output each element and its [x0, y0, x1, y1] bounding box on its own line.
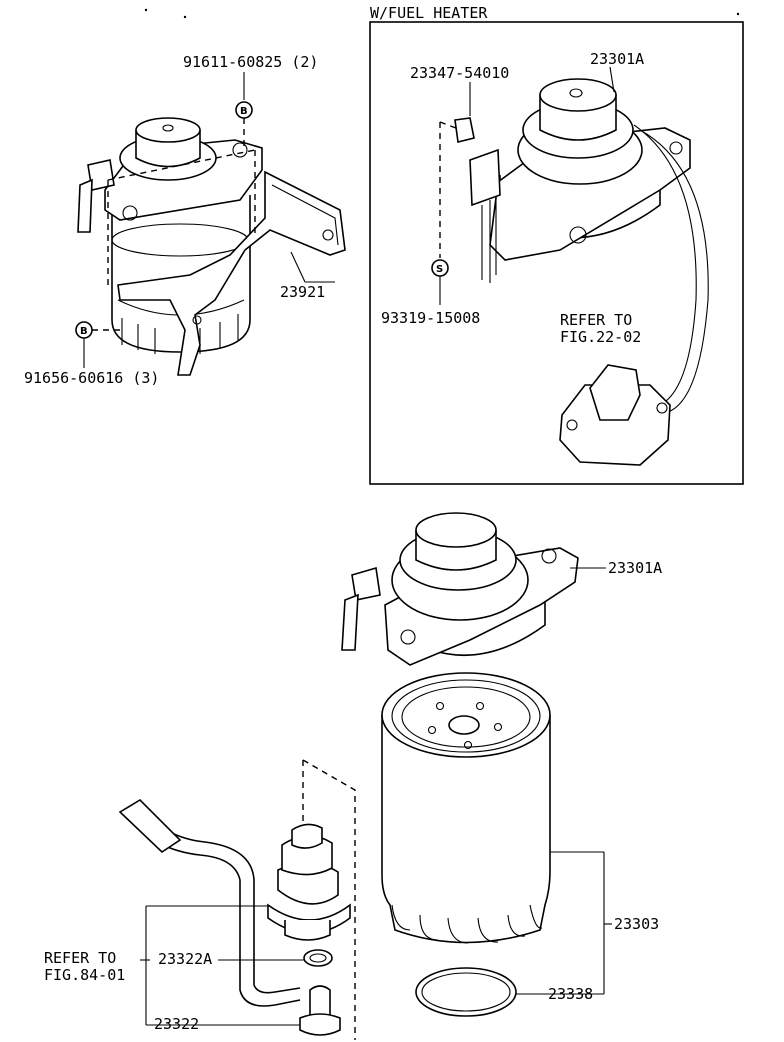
- part-label-91656-60616: 91656-60616 (3): [24, 369, 159, 387]
- part-label-23301A: 23301A: [608, 559, 662, 577]
- part-label-93319-15008: 93319-15008: [381, 309, 480, 327]
- part-label-23322A: 23322A: [158, 950, 212, 968]
- refer-fig-22-02-line1: REFER TO: [560, 311, 632, 329]
- part-label-23322: 23322: [154, 1015, 199, 1033]
- refer-fig-22-02-line2: FIG.22-02: [560, 328, 641, 346]
- part-label-23338: 23338: [548, 985, 593, 1003]
- part-label-23921: 23921: [280, 283, 325, 301]
- o-ring-23338-drawing: [415, 967, 517, 1017]
- bolt-b-badge: B: [240, 106, 248, 117]
- filter-head-with-bracket-drawing: [77, 117, 346, 376]
- inset-title: W/FUEL HEATER: [370, 4, 488, 22]
- filter-head-23301A-drawing: [341, 512, 579, 666]
- part-label-23347-54010: 23347-54010: [410, 64, 509, 82]
- fuel-heater-head-drawing: [454, 78, 709, 466]
- bolt-b-badge-left: B: [80, 326, 88, 337]
- fuel-heater-inset-frame: [369, 21, 744, 485]
- part-label-91611-60825: 91611-60825 (2): [183, 53, 318, 71]
- water-level-sensor-23322-drawing: [118, 798, 351, 1036]
- refer-fig-84-01-line1: REFER TO: [44, 949, 116, 967]
- part-label-23303: 23303: [614, 915, 659, 933]
- part-label-23301A-inset: 23301A: [590, 50, 644, 68]
- screw-s-badge: S: [436, 264, 443, 275]
- filter-cartridge-23303-drawing: [381, 672, 551, 944]
- refer-fig-84-01-line2: FIG.84-01: [44, 966, 125, 984]
